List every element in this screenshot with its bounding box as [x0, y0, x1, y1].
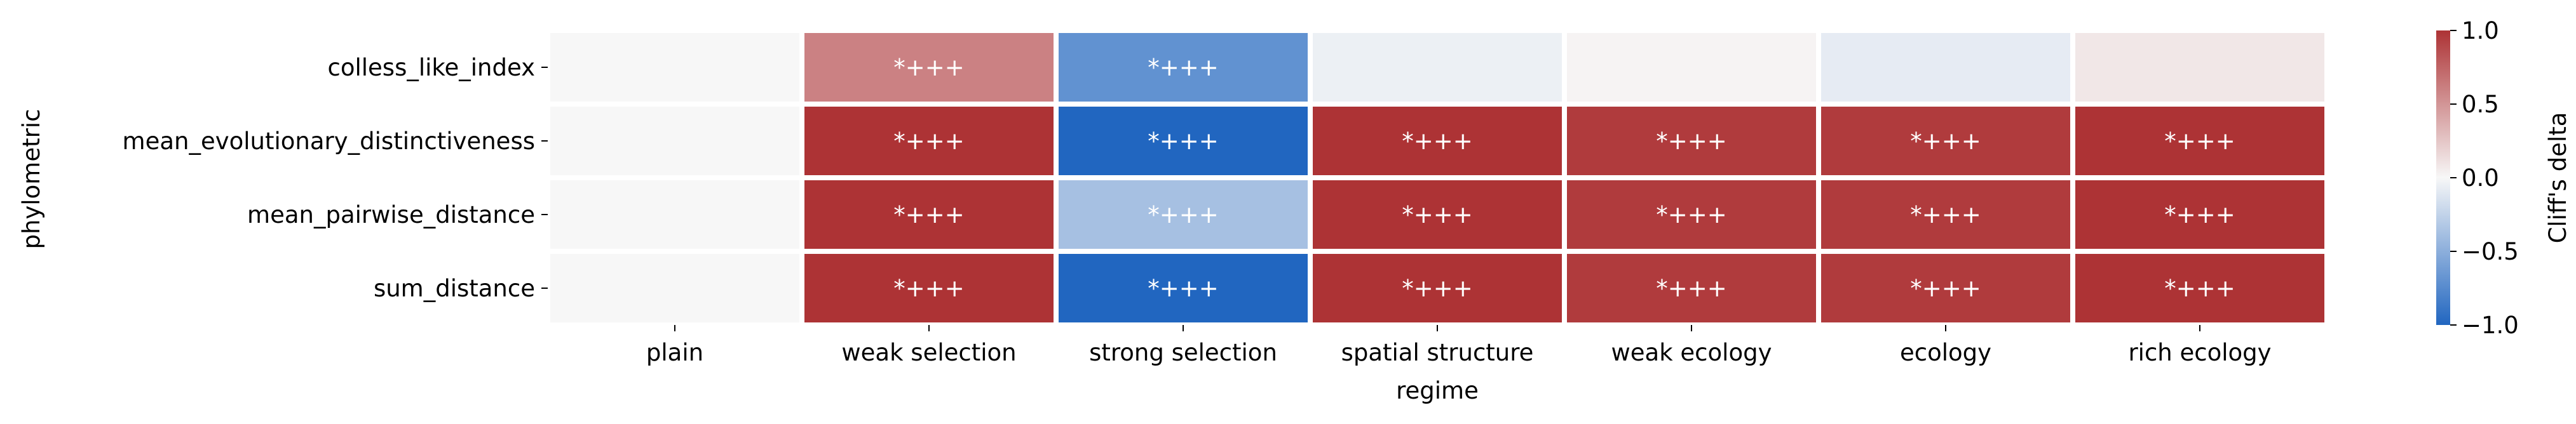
cell-annotation: *+++	[1148, 128, 1219, 155]
cell-annotation: *+++	[893, 54, 965, 81]
y-axis-ticks: colless_like_index mean_evolutionary_dist…	[123, 54, 548, 302]
colorbar-tick-label: −1.0	[2462, 312, 2519, 339]
heatmap-cell	[1059, 180, 1308, 249]
cell-annotation: *+++	[1656, 201, 1727, 229]
colorbar-tick-label: 0.5	[2462, 91, 2499, 118]
x-tick-label: weak ecology	[1611, 339, 1772, 366]
x-axis-label: regime	[1396, 377, 1479, 404]
heatmap-cell	[550, 180, 799, 249]
heatmap-cell	[804, 180, 1054, 249]
cell-annotation: *+++	[893, 201, 965, 229]
colorbar	[2436, 30, 2450, 325]
heatmap-cell	[1821, 33, 2070, 102]
x-tick-label: ecology	[1900, 339, 1991, 366]
y-tick-label: sum_distance	[374, 275, 535, 302]
heatmap-cell	[1059, 107, 1308, 175]
heatmap-cell	[2075, 180, 2324, 249]
cell-annotation: *+++	[1148, 275, 1219, 302]
heatmap-cell	[1821, 107, 2070, 175]
heatmap-cell	[1059, 254, 1308, 322]
colorbar-tick-label: 0.0	[2462, 164, 2499, 192]
cell-annotation: *+++	[1910, 201, 1981, 229]
heatmap-cell	[804, 33, 1054, 102]
cell-annotation: *+++	[1910, 128, 1981, 155]
cell-annotation: *+++	[2164, 201, 2235, 229]
x-tick-label: plain	[646, 339, 703, 366]
cell-annotation: *+++	[2164, 275, 2235, 302]
heatmap-cell	[1313, 254, 1562, 322]
heatmap-cell	[1567, 33, 1816, 102]
heatmap-cell	[804, 107, 1054, 175]
cell-annotation: *+++	[1402, 201, 1473, 229]
cell-annotation: *+++	[1148, 54, 1219, 81]
colorbar-label: Cliff's delta	[2544, 112, 2572, 244]
heatmap-cells	[550, 33, 2324, 322]
cell-annotation: *+++	[2164, 128, 2235, 155]
y-tick-label: colless_like_index	[327, 54, 535, 81]
heatmap-cell-labels: *+++ *+++ *+++ *+++ *+++ *+++ *+++ *+++ *+++ *+++…	[893, 54, 2235, 302]
x-axis-ticks: plain weak selection strong selection spati…	[646, 325, 2272, 366]
cell-annotation: *+++	[893, 128, 965, 155]
heatmap-cell	[550, 107, 799, 175]
colorbar-ticks: −1.0 −0.5 0.0 0.5 1.0	[2450, 17, 2519, 339]
heatmap-cell	[1567, 180, 1816, 249]
heatmap-cell	[1821, 180, 2070, 249]
heatmap-cell	[2075, 33, 2324, 102]
cell-annotation: *+++	[893, 275, 965, 302]
heatmap-cell	[2075, 254, 2324, 322]
cell-annotation: *+++	[1402, 128, 1473, 155]
heatmap-cell	[1313, 180, 1562, 249]
cell-annotation: *+++	[1910, 275, 1981, 302]
y-tick-label: mean_evolutionary_distinctiveness	[123, 128, 535, 155]
heatmap-cell	[1059, 33, 1308, 102]
heatmap-cell	[1567, 107, 1816, 175]
x-tick-label: spatial structure	[1341, 339, 1534, 366]
heatmap-cell	[1313, 107, 1562, 175]
heatmap-cell	[804, 254, 1054, 322]
cell-annotation: *+++	[1402, 275, 1473, 302]
y-tick-label: mean_pairwise_distance	[247, 201, 535, 229]
heatmap-cell	[550, 33, 799, 102]
heatmap-cell	[1567, 254, 1816, 322]
cell-annotation: *+++	[1656, 275, 1727, 302]
x-tick-label: rich ecology	[2128, 339, 2271, 366]
heatmap-cell	[1821, 254, 2070, 322]
x-tick-label: weak selection	[841, 339, 1016, 366]
heatmap-cell	[2075, 107, 2324, 175]
cell-annotation: *+++	[1148, 201, 1219, 229]
y-axis-label: phylometric	[18, 109, 45, 249]
cell-annotation: *+++	[1656, 128, 1727, 155]
x-tick-label: strong selection	[1089, 339, 1277, 366]
heatmap-cell	[1313, 33, 1562, 102]
colorbar-tick-label: −0.5	[2462, 238, 2519, 265]
colorbar-tick-label: 1.0	[2462, 17, 2499, 44]
heatmap-cell	[550, 254, 799, 322]
